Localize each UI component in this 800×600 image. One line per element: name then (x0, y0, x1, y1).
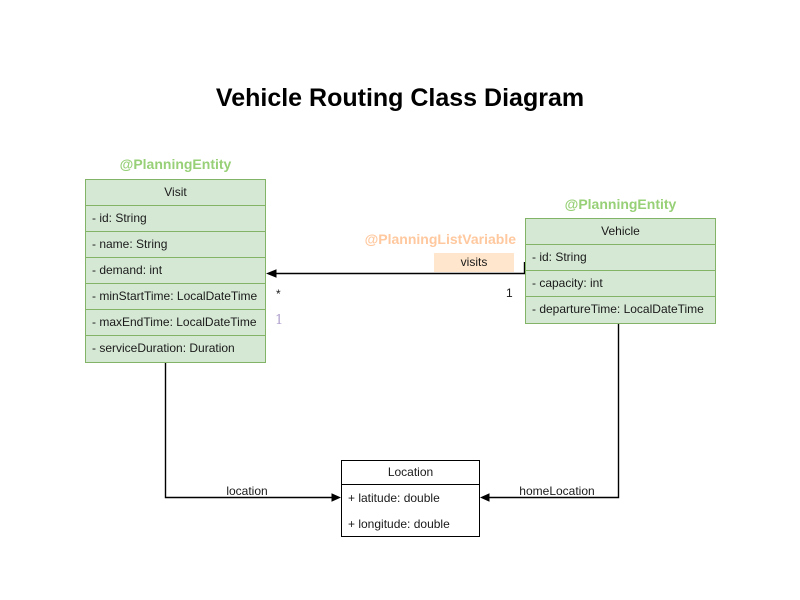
visits-edge-label[interactable]: visits (434, 253, 514, 272)
visits-target-multiplicity: * (276, 287, 281, 301)
planning-list-variable-annotation: @PlanningListVariable (364, 231, 516, 247)
visit-attribute: - serviceDuration: Duration (92, 341, 235, 355)
vehicle-attribute: - id: String (526, 245, 715, 271)
homelocation-edge-label[interactable]: homeLocation (519, 484, 595, 498)
location-edge-label[interactable]: location (226, 484, 268, 498)
class-visit-name: Visit (86, 180, 265, 206)
visits-extra-purple-label: 1 (275, 313, 284, 328)
visit-attribute: - id: String (86, 206, 265, 232)
diagram-title: Vehicle Routing Class Diagram (215, 84, 585, 112)
location-edge[interactable] (164, 362, 342, 502)
location-attribute: + latitude: double (348, 491, 440, 505)
vehicle-planning-entity-annotation: @PlanningEntity (564, 196, 677, 212)
vehicle-attribute: - capacity: int (526, 271, 715, 297)
visit-planning-entity-annotation: @PlanningEntity (119, 156, 232, 172)
class-location[interactable]: Location + latitude: double + longitude:… (341, 460, 480, 537)
vehicle-attribute: - departureTime: LocalDateTime (532, 302, 704, 316)
class-vehicle-name: Vehicle (526, 219, 715, 245)
visit-attribute: - name: String (86, 232, 265, 258)
visit-attribute: - demand: int (86, 258, 265, 284)
visit-attribute: - minStartTime: LocalDateTime (86, 284, 265, 310)
location-attribute: + longitude: double (348, 517, 450, 531)
class-visit[interactable]: Visit - id: String - name: String - dema… (85, 179, 266, 363)
visits-source-multiplicity: 1 (506, 286, 513, 300)
class-location-name: Location (342, 461, 479, 485)
visit-attribute: - maxEndTime: LocalDateTime (86, 310, 265, 336)
homelocation-edge[interactable] (480, 323, 620, 502)
class-vehicle[interactable]: Vehicle - id: String - capacity: int - d… (525, 218, 716, 324)
